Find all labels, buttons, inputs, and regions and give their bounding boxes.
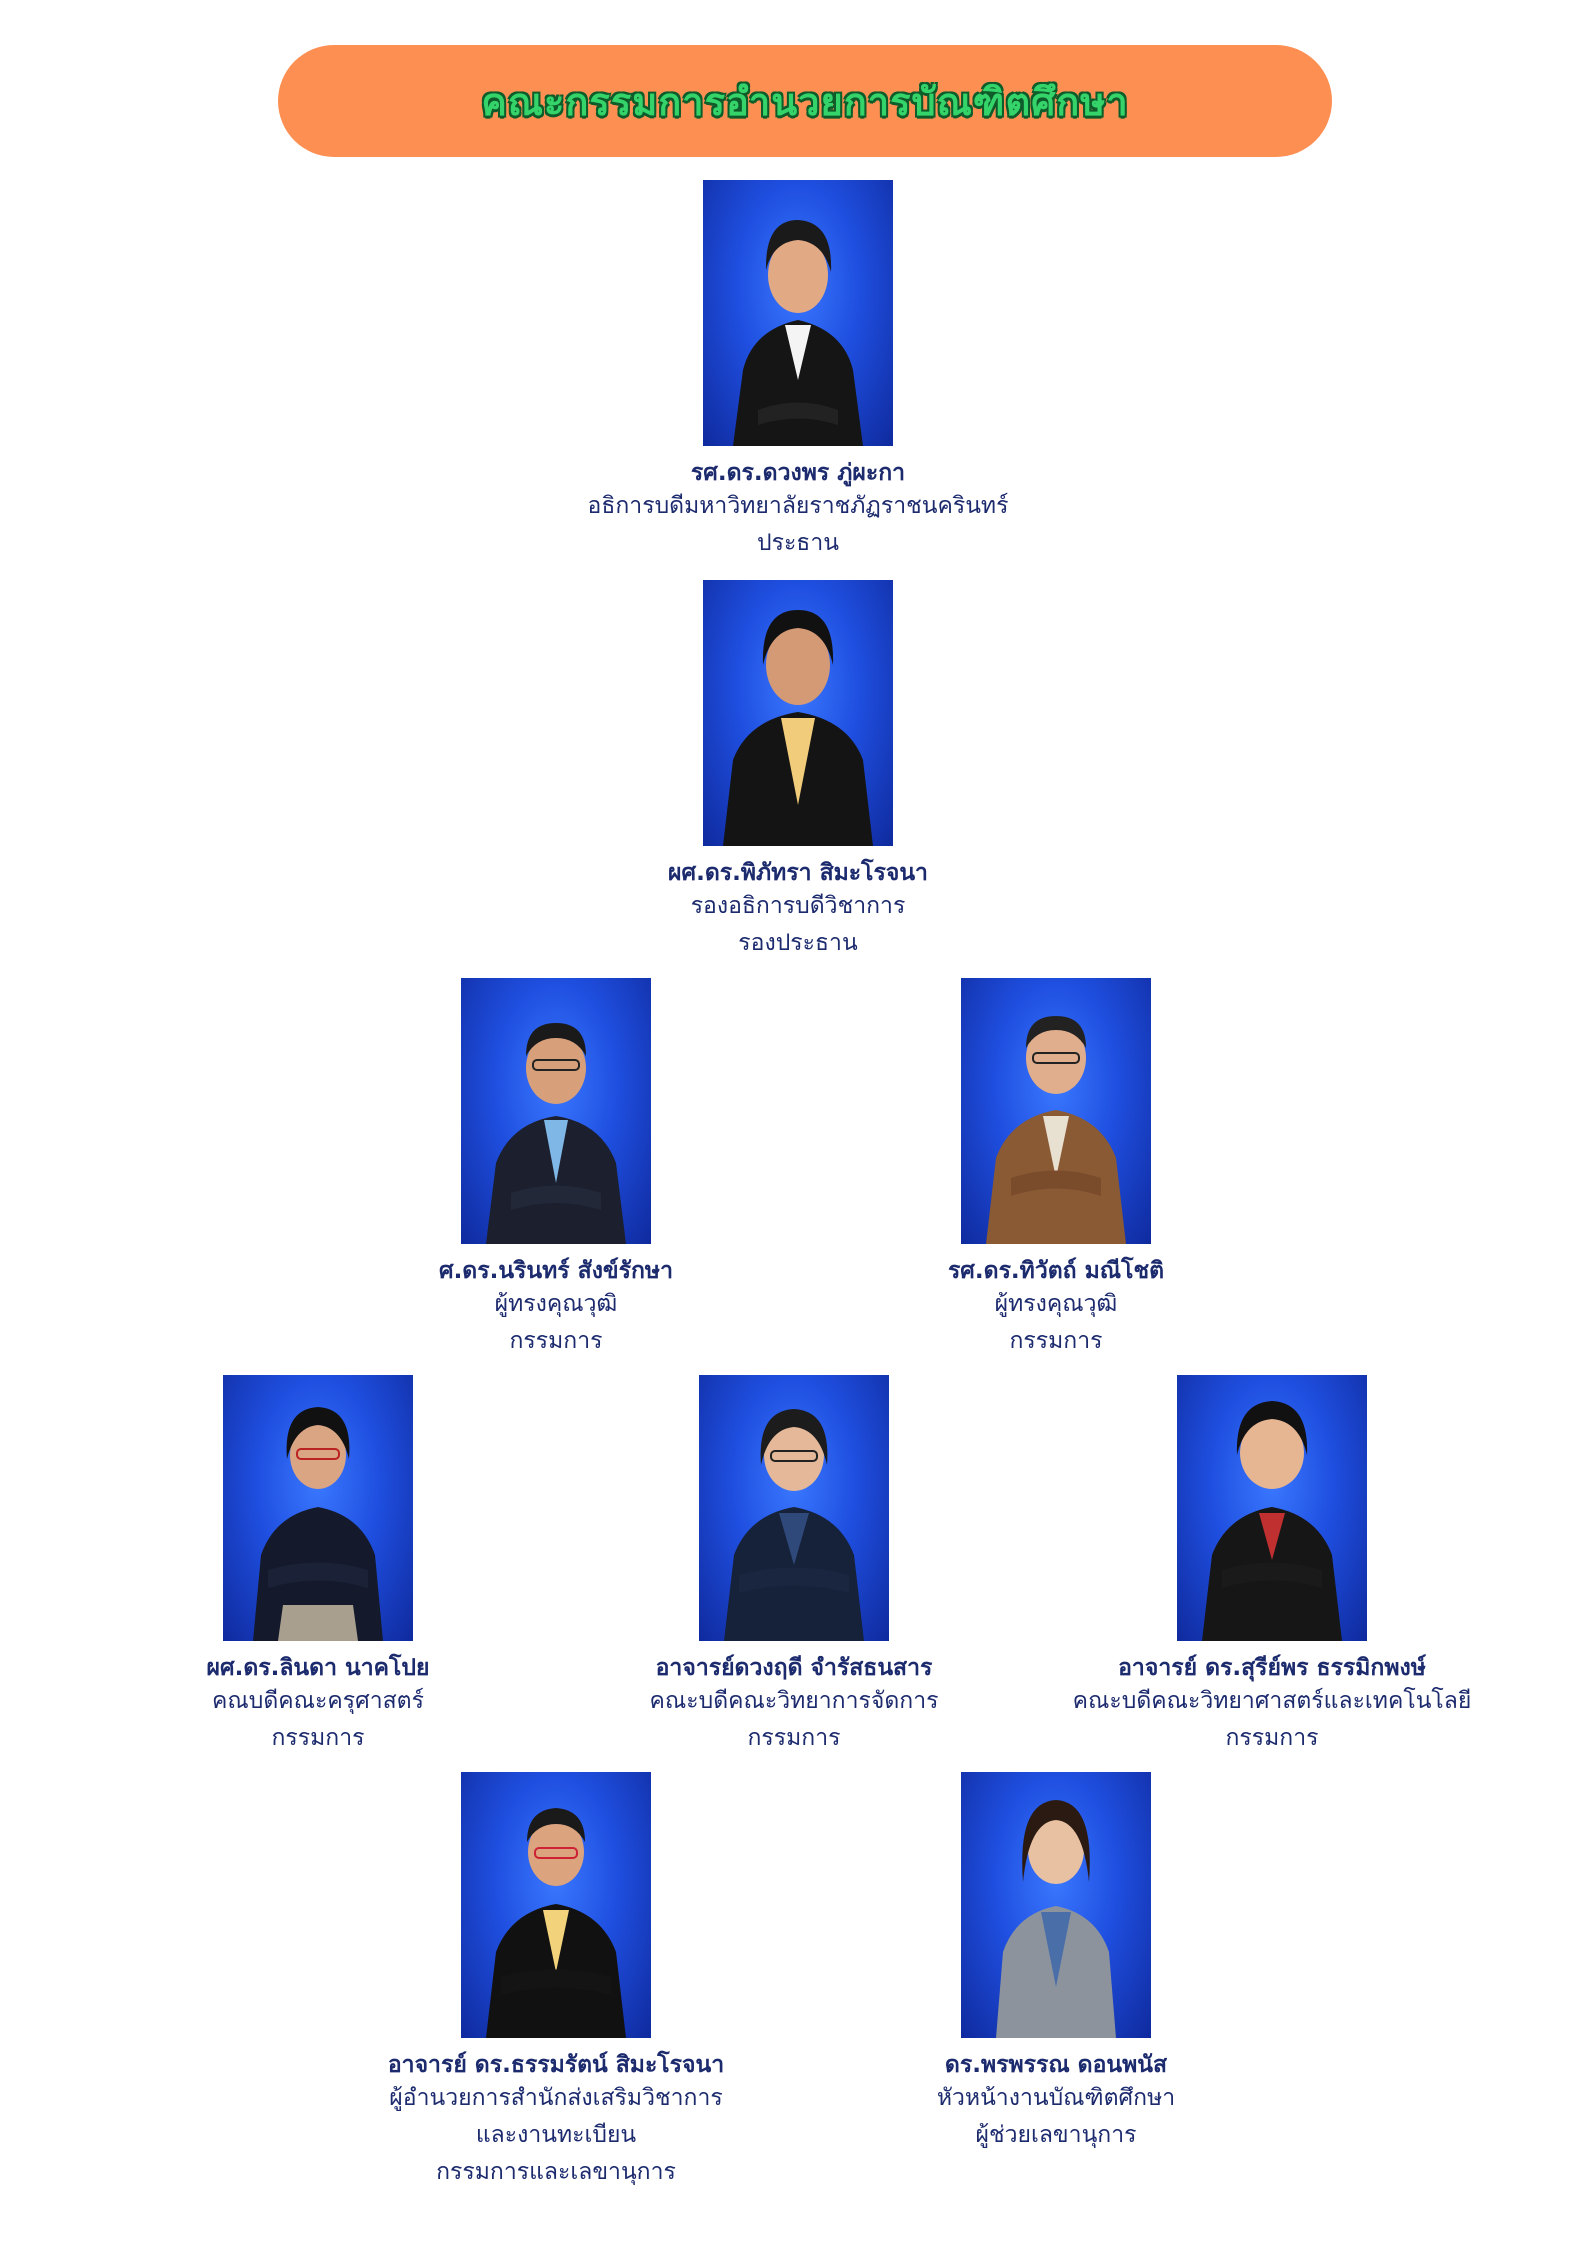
member-position: อธิการบดีมหาวิทยาลัยราชภัฏราชนครินทร์ [587, 493, 1009, 519]
member-card: รศ.ดร.ทิวัตถ์ มณีโชติ ผู้ทรงคุณวุฒิ กรรม… [816, 978, 1296, 1360]
member-role: กรรมการและเลขานุการ [436, 2159, 676, 2185]
member-position: ผู้ทรงคุณวุฒิ [494, 1291, 618, 1317]
member-role: กรรมการ [747, 1725, 841, 1751]
member-position: รองอธิการบดีวิชาการ [690, 893, 906, 919]
member-position: ผู้อำนวยการสำนักส่งเสริมวิชาการ [389, 2085, 723, 2111]
portrait-photo [703, 180, 893, 446]
member-name: อาจารย์ ดร.ธรรมรัตน์ สิมะโรจนา [387, 2052, 725, 2078]
portrait-photo [223, 1375, 413, 1641]
portrait-photo [703, 580, 893, 846]
member-role: ผู้ช่วยเลขานุการ [975, 2122, 1137, 2148]
member-position: คณะบดีคณะวิทยาการจัดการ [649, 1688, 939, 1714]
member-role: รองประธาน [738, 930, 858, 956]
member-card: อาจารย์ ดร.สุรีย์พร ธรรมิกพงษ์ คณะบดีคณะ… [1032, 1375, 1512, 1757]
member-name: รศ.ดร.ดวงพร ภู่ผะกา [690, 460, 906, 486]
member-role: กรรมการ [1225, 1725, 1319, 1751]
member-name: ผศ.ดร.พิภัทรา สิมะโรจนา [668, 860, 928, 886]
portrait-photo [961, 978, 1151, 1244]
member-role: กรรมการ [1009, 1328, 1103, 1354]
member-name: อาจารย์ ดร.สุรีย์พร ธรรมิกพงษ์ [1118, 1655, 1426, 1681]
member-name: รศ.ดร.ทิวัตถ์ มณีโชติ [947, 1258, 1165, 1284]
member-position: คณะบดีคณะวิทยาศาสตร์และเทคโนโลยี [1072, 1688, 1472, 1714]
title-banner: คณะกรรมการอำนวยการบัณฑิตศึกษา [278, 45, 1332, 157]
portrait-photo [1177, 1375, 1367, 1641]
portrait-photo [461, 978, 651, 1244]
member-card: อาจารย์ดวงฤดี จำรัสธนสาร คณะบดีคณะวิทยาก… [554, 1375, 1034, 1757]
member-name: ศ.ดร.นรินทร์ สังข์รักษา [438, 1258, 674, 1284]
member-card: รศ.ดร.ดวงพร ภู่ผะกา อธิการบดีมหาวิทยาลัย… [558, 180, 1038, 562]
page-title: คณะกรรมการอำนวยการบัณฑิตศึกษา [481, 79, 1129, 124]
member-name: ดร.พรพรรณ ดอนพนัส [944, 2052, 1168, 2078]
member-card: ผศ.ดร.พิภัทรา สิมะโรจนา รองอธิการบดีวิชา… [558, 580, 1038, 962]
member-card: อาจารย์ ดร.ธรรมรัตน์ สิมะโรจนา ผู้อำนวยก… [316, 1772, 796, 2191]
member-position: หัวหน้างานบัณฑิตศึกษา [936, 2085, 1176, 2111]
portrait-photo [461, 1772, 651, 2038]
member-role: ประธาน [757, 530, 839, 556]
member-card: ศ.ดร.นรินทร์ สังข์รักษา ผู้ทรงคุณวุฒิ กร… [316, 978, 796, 1360]
member-card: ผศ.ดร.ลินดา นาคโปย คณบดีคณะครุศาสตร์ กรร… [78, 1375, 558, 1757]
member-role: กรรมการ [509, 1328, 603, 1354]
member-role: กรรมการ [271, 1725, 365, 1751]
portrait-photo [699, 1375, 889, 1641]
member-position: คณบดีคณะครุศาสตร์ [212, 1688, 424, 1714]
member-position-line2: และงานทะเบียน [475, 2122, 637, 2148]
portrait-photo [961, 1772, 1151, 2038]
member-card: ดร.พรพรรณ ดอนพนัส หัวหน้างานบัณฑิตศึกษา … [816, 1772, 1296, 2154]
member-name: ผศ.ดร.ลินดา นาคโปย [206, 1655, 430, 1681]
member-position: ผู้ทรงคุณวุฒิ [994, 1291, 1118, 1317]
member-name: อาจารย์ดวงฤดี จำรัสธนสาร [655, 1655, 933, 1681]
